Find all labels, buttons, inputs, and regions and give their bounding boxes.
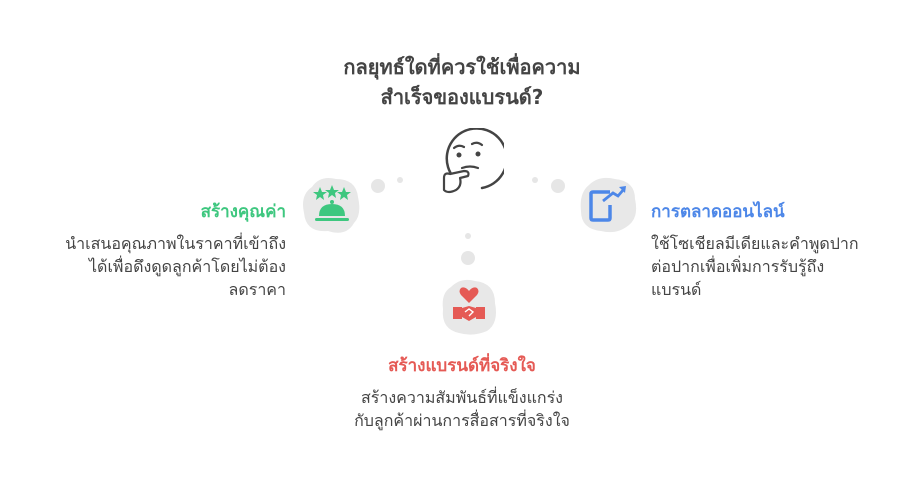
node-description-value: นำเสนอคุณภาพในราคาที่เข้าถึง ได้เพื่อดึง…: [65, 234, 286, 299]
thinking-face-icon: [442, 128, 504, 194]
node-description-value: ใช้โซเชียลมีเดียและคำพูดปาก ต่อปากเพื่อเ…: [651, 234, 859, 299]
phone-growth-icon: [589, 186, 626, 222]
connector-dot: [461, 251, 475, 265]
diagram-title: กลยุทธ์ใดที่ควรใช้เพื่อความ สำเร็จของแบร…: [343, 55, 581, 109]
connector-dot: [532, 177, 538, 183]
connector-dot: [465, 233, 471, 239]
node-heading-value: สร้างแบรนด์ที่จริงใจ: [388, 356, 536, 376]
heart-handshake-icon: [453, 287, 485, 321]
connector-dot: [397, 177, 403, 183]
connector-dot: [371, 179, 385, 193]
node-heading-value: สร้างคุณค่า: [200, 202, 286, 222]
serving-dish-stars-icon: [313, 185, 351, 221]
node-description-value: สร้างความสัมพันธ์ที่แข็งแกร่ง กับลูกค้าผ…: [354, 388, 570, 430]
connector-dot: [551, 179, 565, 193]
node-heading-value: การตลาดออนไลน์: [651, 202, 785, 222]
